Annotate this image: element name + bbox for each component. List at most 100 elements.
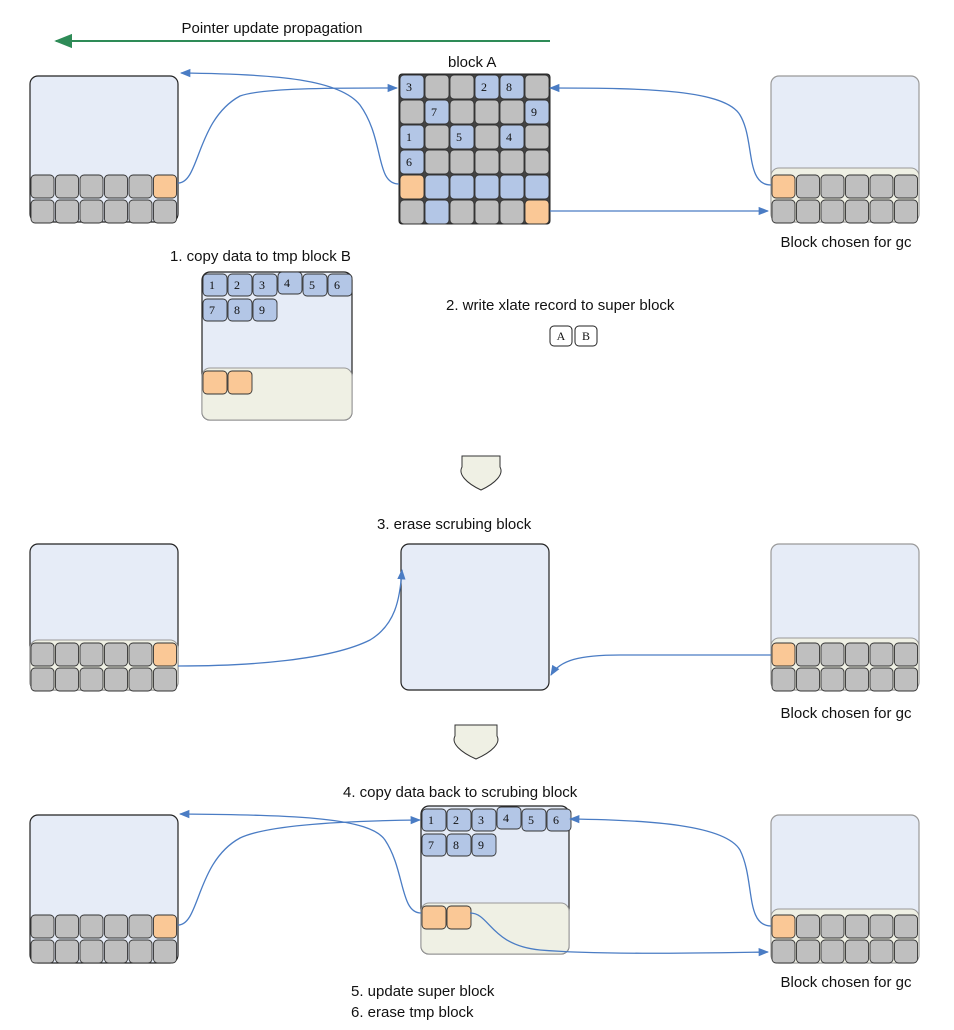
orange-cell bbox=[771, 914, 796, 939]
step6-label: 6. erase tmp block bbox=[351, 1004, 474, 1021]
gray-cell bbox=[30, 199, 55, 224]
gray-cell bbox=[869, 174, 894, 199]
cell-number: 1 bbox=[406, 130, 412, 144]
data-cell bbox=[546, 808, 572, 832]
data-cell bbox=[496, 806, 522, 830]
gray-cell bbox=[128, 199, 153, 224]
step5-label: 5. update super block bbox=[351, 983, 495, 1000]
cell-number: 2 bbox=[481, 80, 487, 94]
gray-cell bbox=[845, 174, 869, 199]
data-cell bbox=[521, 808, 547, 832]
data-cell bbox=[446, 808, 472, 832]
arrow-restored-to-gc bbox=[469, 912, 770, 957]
block-a-cell bbox=[474, 74, 500, 100]
cell-number: 1 bbox=[428, 813, 434, 827]
block-a-cell bbox=[474, 149, 500, 175]
gray-cell bbox=[869, 667, 894, 692]
data-cell bbox=[252, 298, 278, 322]
gray-cell bbox=[845, 914, 869, 939]
bottom-gc-block bbox=[770, 814, 920, 964]
cell-number: 4 bbox=[503, 811, 509, 825]
bottom-left-block bbox=[29, 814, 179, 964]
data-cell bbox=[302, 273, 328, 297]
gray-cell bbox=[845, 939, 869, 964]
cell-number: 5 bbox=[528, 813, 534, 827]
gray-cell bbox=[796, 174, 820, 199]
orange-cell bbox=[153, 642, 177, 667]
block-a-cell bbox=[474, 124, 500, 150]
gray-cell bbox=[845, 667, 869, 692]
top-gc-block bbox=[770, 75, 920, 224]
cell-number: 6 bbox=[553, 813, 559, 827]
arrow-gc-to-scrub bbox=[550, 654, 771, 676]
block-a-cell bbox=[424, 124, 450, 150]
block-a-cell bbox=[499, 99, 525, 125]
gray-cell bbox=[845, 199, 869, 224]
gray-cell bbox=[869, 914, 894, 939]
gray-cell bbox=[796, 667, 820, 692]
gray-cell bbox=[153, 199, 177, 224]
block-a-cell bbox=[399, 199, 425, 225]
block-a-cell bbox=[524, 74, 550, 100]
cell-number: 6 bbox=[406, 155, 412, 169]
data-cell bbox=[471, 833, 497, 857]
gray-cell bbox=[104, 174, 128, 199]
cell-number: 9 bbox=[478, 838, 484, 852]
gray-cell bbox=[796, 199, 820, 224]
gray-cell bbox=[55, 914, 79, 939]
block-a-cell bbox=[449, 149, 475, 175]
cell-number: 9 bbox=[259, 303, 265, 317]
data-cell bbox=[446, 833, 472, 857]
gray-cell bbox=[820, 174, 845, 199]
block-a-cell bbox=[474, 99, 500, 125]
cell-number: 2 bbox=[453, 813, 459, 827]
block-a-cell bbox=[449, 199, 475, 225]
block-a-cell bbox=[399, 174, 425, 200]
gray-cell bbox=[869, 642, 894, 667]
cell-number: 4 bbox=[506, 130, 512, 144]
middle-gc-block bbox=[770, 543, 920, 692]
middle-left-block bbox=[29, 543, 179, 692]
xlate-record: A B bbox=[549, 325, 598, 347]
data-cell bbox=[421, 833, 447, 857]
cell-number: 5 bbox=[456, 130, 462, 144]
cell-number: 3 bbox=[478, 813, 484, 827]
arrow-blockA-to-left bbox=[179, 68, 400, 185]
arrow-left-to-restored bbox=[177, 815, 422, 926]
data-cell bbox=[327, 273, 353, 297]
cell-number: 6 bbox=[334, 278, 340, 292]
gc-label-middle: Block chosen for gc bbox=[781, 705, 912, 722]
block-a-cell bbox=[524, 174, 550, 200]
block-a-cell bbox=[399, 149, 425, 175]
gray-cell bbox=[79, 199, 104, 224]
cell-number: 4 bbox=[284, 276, 290, 290]
cell-number: 3 bbox=[259, 278, 265, 292]
scrubbing-block-erased bbox=[400, 543, 550, 691]
gray-cell bbox=[55, 642, 79, 667]
arrow-gc-to-restored bbox=[568, 814, 772, 927]
gray-cell bbox=[55, 939, 79, 964]
gray-cell bbox=[796, 939, 820, 964]
block-a-cell bbox=[499, 149, 525, 175]
pointer-update-label: Pointer update propagation bbox=[182, 20, 363, 37]
cell-number: 8 bbox=[234, 303, 240, 317]
gray-cell bbox=[104, 914, 128, 939]
gray-cell bbox=[30, 174, 55, 199]
gray-cell bbox=[104, 199, 128, 224]
cell-number: 7 bbox=[209, 303, 215, 317]
cell-number: 7 bbox=[431, 105, 437, 119]
gray-cell bbox=[771, 939, 796, 964]
cell-number: 3 bbox=[406, 80, 412, 94]
block-a-label: block A bbox=[448, 54, 496, 71]
data-cell bbox=[227, 273, 253, 297]
block-a-cell bbox=[524, 99, 550, 125]
gray-cell bbox=[79, 642, 104, 667]
block-a-cell bbox=[399, 99, 425, 125]
gc-label-top: Block chosen for gc bbox=[781, 234, 912, 251]
cell-number: 2 bbox=[234, 278, 240, 292]
data-cell bbox=[202, 298, 228, 322]
gray-cell bbox=[894, 667, 918, 692]
orange-cell bbox=[771, 174, 796, 199]
